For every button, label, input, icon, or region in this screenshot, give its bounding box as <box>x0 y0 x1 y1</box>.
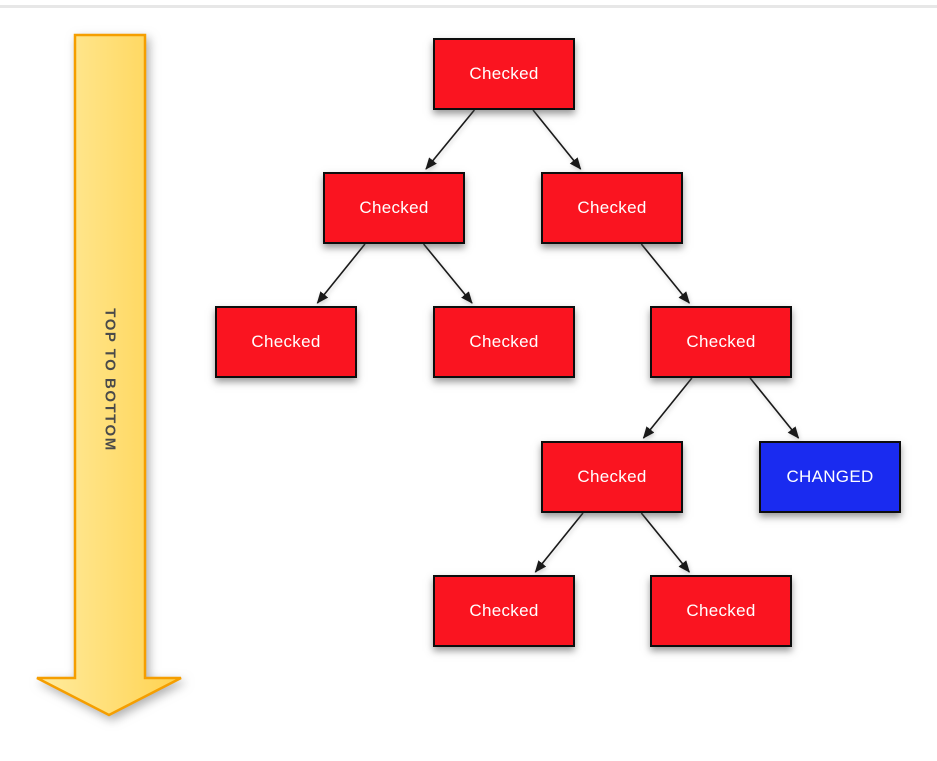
tree-node-checked: Checked <box>541 172 683 244</box>
tree-node-label: Checked <box>686 601 756 620</box>
tree-node-label: Checked <box>577 467 647 486</box>
tree-node-checked: Checked <box>433 306 575 378</box>
tree-node-label: Checked <box>577 198 647 217</box>
flow-arrow-label: TOP TO BOTTOM <box>102 308 119 451</box>
tree-edge <box>532 109 582 170</box>
tree-edge <box>425 109 476 170</box>
tree-node-label: Checked <box>251 332 321 351</box>
tree-node-label: Checked <box>469 332 539 351</box>
tree-node-label: CHANGED <box>786 467 874 486</box>
tree-edge <box>640 512 690 573</box>
tree-node-checked: Checked <box>433 38 575 110</box>
tree-edge <box>640 243 690 304</box>
tree-node-checked: Checked <box>650 575 792 647</box>
tree-edge <box>422 243 473 304</box>
tree-node-changed: CHANGED <box>759 441 901 513</box>
tree-node-checked: Checked <box>541 441 683 513</box>
top-divider <box>0 5 937 8</box>
tree-edge <box>749 377 800 439</box>
tree-edge <box>642 377 693 439</box>
tree-node-checked: Checked <box>650 306 792 378</box>
tree-node-checked: Checked <box>323 172 465 244</box>
tree-node-checked: Checked <box>215 306 357 378</box>
top-to-bottom-arrow: TOP TO BOTTOM <box>36 33 182 717</box>
tree-node-label: Checked <box>359 198 429 217</box>
tree-node-label: Checked <box>469 64 539 83</box>
tree-node-checked: Checked <box>433 575 575 647</box>
flow-arrow-shape <box>36 33 182 717</box>
tree-edge <box>316 243 366 304</box>
tree-node-label: Checked <box>686 332 756 351</box>
tree-node-label: Checked <box>469 601 539 620</box>
tree-edge <box>534 512 584 573</box>
